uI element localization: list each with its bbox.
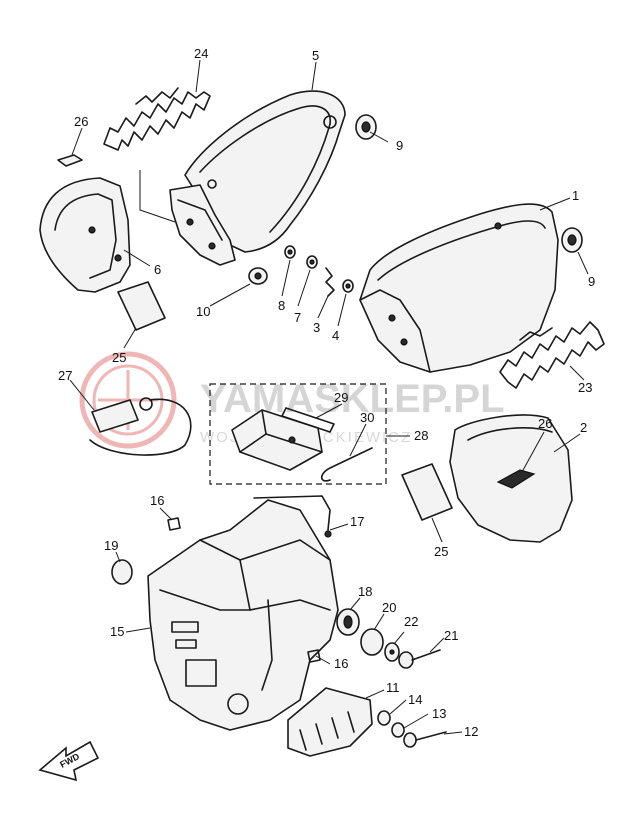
part-28-tool-kit-group — [209, 383, 387, 485]
callout-9-upper: 9 — [396, 138, 403, 153]
callout-30: 30 — [360, 410, 374, 425]
callout-10: 10 — [196, 304, 210, 319]
callout-20: 20 — [382, 600, 396, 615]
callout-16-upper: 16 — [150, 493, 164, 508]
leader-lines — [69, 59, 589, 735]
callouts: 24 5 26 9 1 6 9 10 8 7 3 4 25 27 23 29 3… — [58, 46, 595, 739]
part-4-washer — [342, 279, 354, 293]
part-27-breather-assembly — [89, 397, 192, 456]
part-16-screw-lower — [307, 649, 321, 663]
callout-12: 12 — [464, 724, 478, 739]
part-30-hook — [320, 447, 373, 482]
callout-23: 23 — [578, 380, 592, 395]
callout-7: 7 — [294, 310, 301, 325]
callout-26-right: 26 — [538, 416, 552, 431]
part-25-pad-right — [401, 463, 453, 521]
part-17-battery-band — [253, 495, 332, 538]
part-26-emblem-left — [57, 154, 83, 167]
callout-13: 13 — [432, 706, 446, 721]
callout-9-right: 9 — [588, 274, 595, 289]
part-11-bracket — [287, 687, 373, 757]
part-9-grommet-upper — [355, 114, 377, 140]
part-24-damper-strip — [103, 87, 211, 151]
part-5-side-cover-bracket — [169, 90, 346, 266]
part-25-pad-left — [117, 281, 166, 331]
callout-18: 18 — [358, 584, 372, 599]
callout-29: 29 — [334, 390, 348, 405]
callout-19: 19 — [104, 538, 118, 553]
part-29-strap — [281, 407, 335, 433]
callout-3: 3 — [313, 320, 320, 335]
callout-4: 4 — [332, 328, 339, 343]
part-14-washer — [377, 710, 391, 726]
part-21-bolt — [398, 649, 441, 669]
part-9-grommet-right — [561, 227, 583, 253]
callout-21: 21 — [444, 628, 458, 643]
forward-arrow-icon: FWD — [38, 740, 100, 782]
callout-25-right: 25 — [434, 544, 448, 559]
callout-11: 11 — [386, 680, 400, 695]
callout-24: 24 — [194, 46, 208, 61]
callout-26-left: 26 — [74, 114, 88, 129]
part-10-damper — [248, 267, 268, 285]
callout-2: 2 — [580, 420, 587, 435]
callout-8: 8 — [278, 298, 285, 313]
part-18-damper — [336, 608, 360, 636]
callout-5: 5 — [312, 48, 319, 63]
part-16-screw-upper — [167, 517, 181, 531]
part-8-washer — [284, 245, 296, 259]
part-26-emblem-right — [496, 469, 536, 489]
part-20-collar — [360, 628, 384, 656]
part-7-washer — [306, 255, 318, 269]
part-22-washer — [384, 642, 400, 662]
callout-28: 28 — [414, 428, 428, 443]
part-13-washer — [391, 722, 405, 738]
part-1-side-cover-right — [359, 203, 559, 373]
callout-22: 22 — [404, 614, 418, 629]
part-23-damper-strip — [499, 321, 605, 389]
callout-1: 1 — [572, 188, 579, 203]
callout-16-lower: 16 — [334, 656, 348, 671]
callout-6: 6 — [154, 262, 161, 277]
callout-17: 17 — [350, 514, 364, 529]
part-15-battery-box — [147, 499, 339, 731]
part-19-rubber-cap — [111, 559, 133, 585]
callout-25-left: 25 — [112, 350, 126, 365]
part-6-side-cover-left — [39, 177, 131, 293]
callout-27: 27 — [58, 368, 72, 383]
part-3-spring — [325, 267, 335, 297]
callout-15: 15 — [110, 624, 124, 639]
callout-14: 14 — [408, 692, 422, 707]
part-12-screw — [403, 731, 447, 748]
